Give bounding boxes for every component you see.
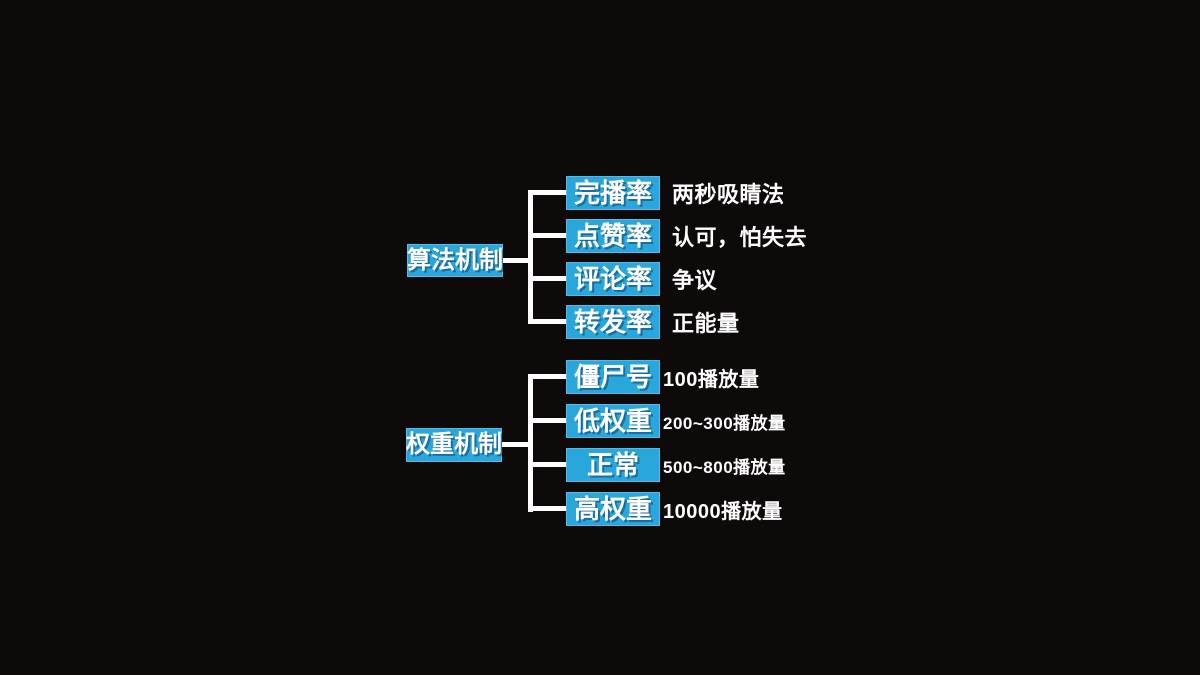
connector-stub <box>528 418 566 423</box>
note-high-weight: 10000播放量 <box>663 500 783 523</box>
root-node-algorithm-mechanism: 算法机制 <box>407 244 503 277</box>
child-node-like-rate: 点赞率 <box>566 219 660 253</box>
note-like-rate: 认可，怕失去 <box>672 225 808 250</box>
child-node-zombie-account: 僵尸号 <box>566 360 660 394</box>
note-normal-weight: 500~800播放量 <box>663 457 786 477</box>
connector-stub <box>528 462 566 467</box>
child-node-low-weight: 低权重 <box>566 404 660 438</box>
root-node-weight-mechanism: 权重机制 <box>406 428 502 462</box>
connector-stub <box>528 190 566 195</box>
connector-stub <box>528 374 566 379</box>
child-node-normal-weight: 正常 <box>566 448 660 482</box>
connector-spine <box>528 190 533 324</box>
connector-stub <box>528 506 566 511</box>
note-comment-rate: 争议 <box>672 268 718 293</box>
connector-stub <box>528 319 566 324</box>
note-completion-rate: 两秒吸睛法 <box>672 182 785 207</box>
note-share-rate: 正能量 <box>672 311 740 336</box>
child-node-share-rate: 转发率 <box>566 305 660 339</box>
child-node-high-weight: 高权重 <box>566 492 660 526</box>
connector-stub <box>528 276 566 281</box>
note-zombie-account: 100播放量 <box>663 368 760 391</box>
connector-root-line <box>502 442 533 447</box>
connector-spine <box>528 374 533 512</box>
connector-stub <box>528 233 566 238</box>
child-node-completion-rate: 完播率 <box>566 176 660 210</box>
note-low-weight: 200~300播放量 <box>663 413 786 433</box>
child-node-comment-rate: 评论率 <box>566 262 660 296</box>
connector-root-line <box>503 258 533 263</box>
